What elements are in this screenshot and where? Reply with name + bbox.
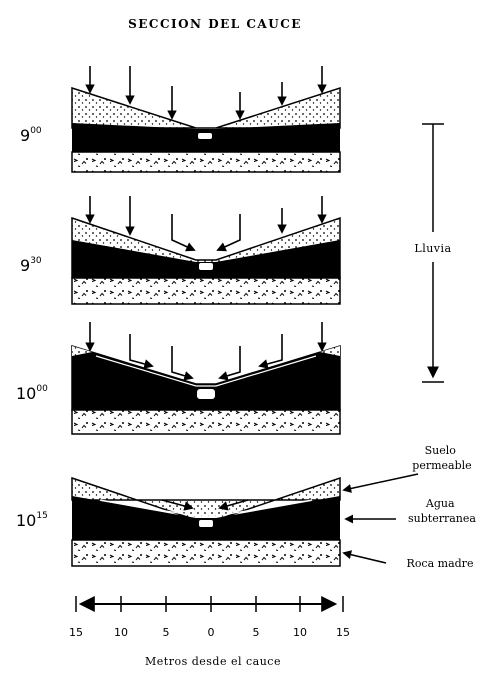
groundwater-layer: [71, 344, 341, 411]
svg-text:930: 930: [20, 256, 42, 275]
stream-channel: [197, 389, 215, 399]
axis-label: Metros desde el cauce: [145, 655, 281, 668]
diagram-title: SECCION DEL CAUCE: [128, 17, 302, 31]
svg-text:900: 900: [20, 126, 42, 145]
tick-label: 15: [69, 626, 83, 639]
legend: Suelo permeable Agua subterranea Roca ma…: [342, 444, 476, 570]
cross-section-panel-3: [71, 322, 341, 435]
bedrock-layer: [71, 409, 341, 435]
stream-channel: [198, 133, 212, 139]
ground-surface: [99, 499, 313, 517]
legend-groundwater: Agua subterranea: [408, 497, 476, 525]
rain-arrows: [85, 196, 327, 252]
groundwater-layer: [72, 496, 340, 540]
stream-channel: [199, 520, 213, 527]
bedrock-layer: [71, 151, 341, 173]
permeable-soil-layer: [320, 346, 340, 356]
rain-timeline: [422, 123, 444, 383]
axis-tick-labels: 15 10 5 0 5 10 15: [69, 626, 350, 639]
tick-label: 0: [208, 626, 215, 639]
tick-label: 5: [253, 626, 260, 639]
cross-section-panel-2: [71, 196, 341, 305]
permeable-soil-layer: [71, 86, 341, 129]
stream-channel: [199, 263, 213, 270]
bedrock-layer: [71, 277, 341, 305]
tick-label: 10: [293, 626, 307, 639]
time-label-1: 900: [20, 126, 42, 145]
distance-axis: 15 10 5 0 5 10 15 Metros desde el cauce: [69, 596, 350, 668]
svg-text:1000: 1000: [16, 384, 48, 403]
time-label-3: 1000: [16, 384, 48, 403]
flow-arrows: [161, 499, 249, 511]
tick-label: 10: [114, 626, 128, 639]
rain-arrows: [85, 66, 327, 120]
bedrock-layer: [71, 539, 341, 567]
time-label-2: 930: [20, 256, 42, 275]
legend-bedrock: Roca madre: [407, 557, 474, 570]
svg-text:1015: 1015: [16, 511, 48, 530]
cross-section-panel-1: [71, 66, 341, 173]
cross-section-panel-4: [71, 476, 341, 567]
legend-permeable-soil: Suelo permeable: [412, 444, 471, 472]
rain-label: Lluvia: [414, 242, 451, 255]
permeable-soil-layer: [72, 346, 92, 356]
time-label-4: 1015: [16, 511, 48, 530]
tick-label: 15: [336, 626, 350, 639]
tick-label: 5: [163, 626, 170, 639]
rain-arrows: [85, 322, 327, 381]
groundwater-layer: [72, 240, 340, 278]
ground-surface: [95, 355, 317, 387]
